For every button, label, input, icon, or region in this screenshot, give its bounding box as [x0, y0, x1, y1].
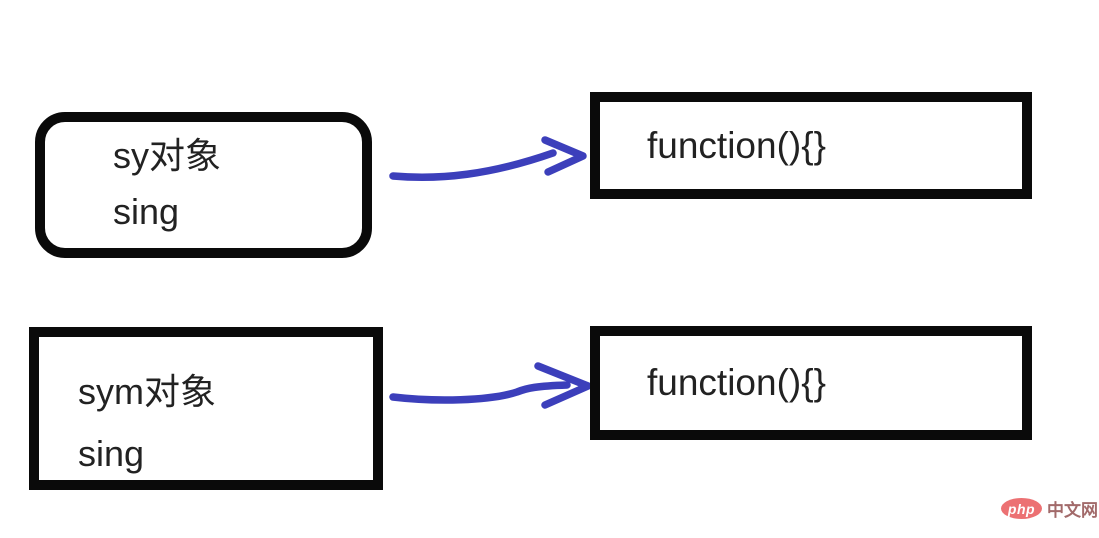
object-box-sy: sy对象 sing: [35, 112, 372, 258]
arrow-sym-to-function-icon: [389, 362, 592, 409]
function-label: function(){}: [647, 362, 826, 403]
function-box-bottom: function(){}: [590, 326, 1032, 440]
php-cn-watermark: php 中文网: [1001, 496, 1098, 521]
function-box-top: function(){}: [590, 92, 1032, 199]
object-title: sym对象: [78, 371, 216, 412]
php-logo-text: php: [1007, 500, 1036, 517]
function-label: function(){}: [647, 124, 826, 166]
object-member: sing: [113, 191, 180, 232]
arrow-sy-to-function-icon: [389, 136, 587, 181]
object-title: sy对象: [113, 135, 222, 176]
site-name-label: 中文网: [1047, 501, 1098, 520]
object-box-sym: sym对象 sing: [29, 327, 383, 490]
php-logo-badge: php: [1001, 498, 1042, 519]
object-member: sing: [78, 433, 145, 474]
